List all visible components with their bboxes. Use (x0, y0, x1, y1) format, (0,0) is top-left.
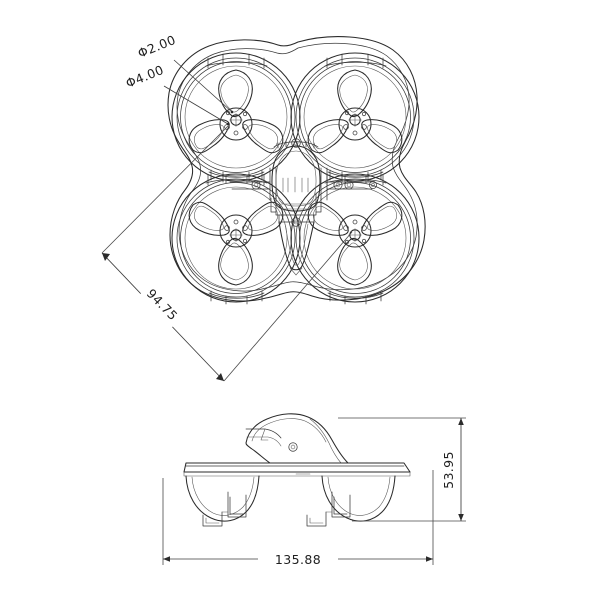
center-body-canopy (229, 138, 377, 276)
top-view: Φ2.00 Φ4.00 94.75 (101, 32, 426, 382)
side-canopy (245, 413, 349, 464)
duct-bottom-left (171, 171, 301, 305)
duct-bottom-right (290, 171, 420, 305)
dim-ext-upper (101, 125, 229, 254)
side-deck (183, 462, 411, 477)
dimension-label-5395: 53.95 (441, 451, 456, 489)
vertical-dimension-5395: 53.95 (338, 417, 466, 522)
side-duct-left (185, 475, 260, 527)
dimension-label-13588: 135.88 (275, 552, 321, 567)
propeller-bottom-right (307, 201, 403, 286)
horizontal-dimension-13588: 135.88 (162, 470, 434, 569)
side-screw (288, 442, 298, 452)
propeller-top-right (307, 69, 403, 154)
side-view: 53.95 135.88 (162, 413, 466, 569)
propeller-bottom-left (188, 201, 284, 286)
leader-dia-2 (173, 59, 233, 113)
duct-top-right (290, 52, 420, 184)
propeller-top-left (188, 69, 284, 154)
dim-ext-lower (223, 231, 353, 382)
leader-dia-4 (163, 85, 229, 125)
